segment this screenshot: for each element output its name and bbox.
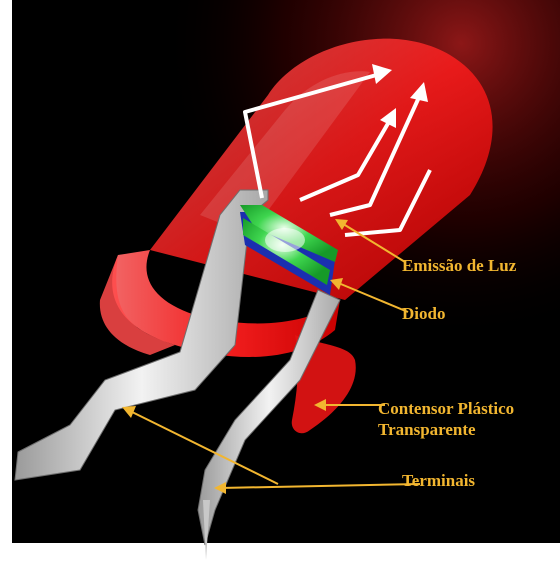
label-terminals: Terminais	[402, 471, 475, 491]
label-light-emission: Emissão de Luz	[402, 256, 516, 276]
label-diode: Diodo	[402, 304, 445, 324]
label-plastic-container: Contensor Plástico Transparente	[378, 398, 514, 440]
